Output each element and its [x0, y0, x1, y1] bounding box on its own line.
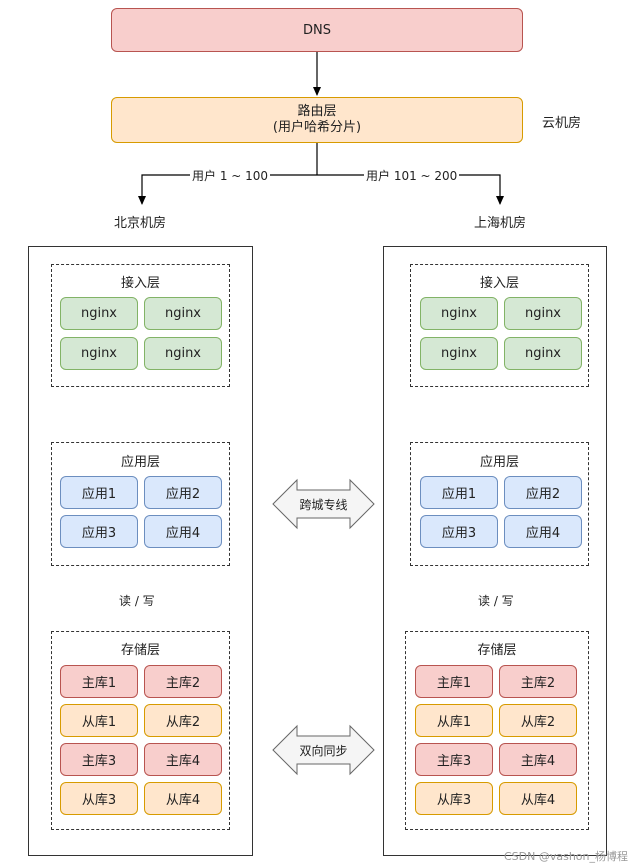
sh-nginx-node: nginx	[420, 337, 498, 370]
bj-rw-label: 读 / 写	[117, 591, 157, 610]
bj-nginx-node: nginx	[60, 297, 138, 330]
bj-storage-title: 存储层	[120, 643, 160, 658]
sh-master-db: 主库2	[499, 665, 577, 698]
router-subtitle: (用户哈希分片)	[272, 120, 362, 135]
bj-slave-db: 从库3	[60, 782, 138, 815]
bj-app-node: 应用4	[144, 515, 222, 548]
sh-slave-db: 从库1	[415, 704, 493, 737]
bidirectional-sync-label: 双向同步	[299, 744, 348, 758]
bj-app-node: 应用3	[60, 515, 138, 548]
sh-slave-db: 从库2	[499, 704, 577, 737]
sync-double-arrow	[272, 724, 375, 776]
bj-app-node: 应用2	[144, 476, 222, 509]
bj-app-title: 应用层	[120, 455, 160, 470]
sh-app-node: 应用3	[420, 515, 498, 548]
dns-label: DNS	[303, 22, 331, 38]
sh-app-node: 应用2	[504, 476, 582, 509]
sh-master-db: 主库3	[415, 743, 493, 776]
region-name-shanghai: 上海机房	[474, 216, 527, 231]
bj-master-db: 主库3	[60, 743, 138, 776]
bj-app-node: 应用1	[60, 476, 138, 509]
sh-master-db: 主库4	[499, 743, 577, 776]
branch-label-right: 用户 101 ~ 200	[364, 167, 460, 184]
cross-city-label: 跨城专线	[299, 498, 348, 512]
cloud-label: 云机房	[542, 116, 582, 131]
watermark: CSDN @vashon_杨博程	[503, 850, 628, 863]
bj-master-db: 主库1	[60, 665, 138, 698]
router-title: 路由层	[297, 104, 337, 119]
sh-rw-label: 读 / 写	[476, 591, 516, 610]
sh-app-node: 应用1	[420, 476, 498, 509]
bj-slave-db: 从库1	[60, 704, 138, 737]
sh-slave-db: 从库3	[415, 782, 493, 815]
sh-access-title: 接入层	[479, 276, 519, 291]
sh-app-title: 应用层	[479, 455, 519, 470]
bj-master-db: 主库4	[144, 743, 222, 776]
cross-city-double-arrow	[272, 478, 375, 530]
bj-access-title: 接入层	[120, 276, 160, 291]
bj-slave-db: 从库4	[144, 782, 222, 815]
sh-slave-db: 从库4	[499, 782, 577, 815]
sh-storage-title: 存储层	[477, 643, 517, 658]
region-name-beijing: 北京机房	[114, 216, 167, 231]
sh-app-node: 应用4	[504, 515, 582, 548]
sh-nginx-node: nginx	[504, 337, 582, 370]
sh-nginx-node: nginx	[504, 297, 582, 330]
bj-nginx-node: nginx	[60, 337, 138, 370]
sh-master-db: 主库1	[415, 665, 493, 698]
bj-master-db: 主库2	[144, 665, 222, 698]
bj-nginx-node: nginx	[144, 337, 222, 370]
sh-nginx-node: nginx	[420, 297, 498, 330]
bj-nginx-node: nginx	[144, 297, 222, 330]
branch-label-left: 用户 1 ~ 100	[190, 167, 271, 184]
router-box: 路由层 (用户哈希分片)	[111, 97, 523, 143]
dns-box: DNS	[111, 8, 523, 52]
bj-slave-db: 从库2	[144, 704, 222, 737]
